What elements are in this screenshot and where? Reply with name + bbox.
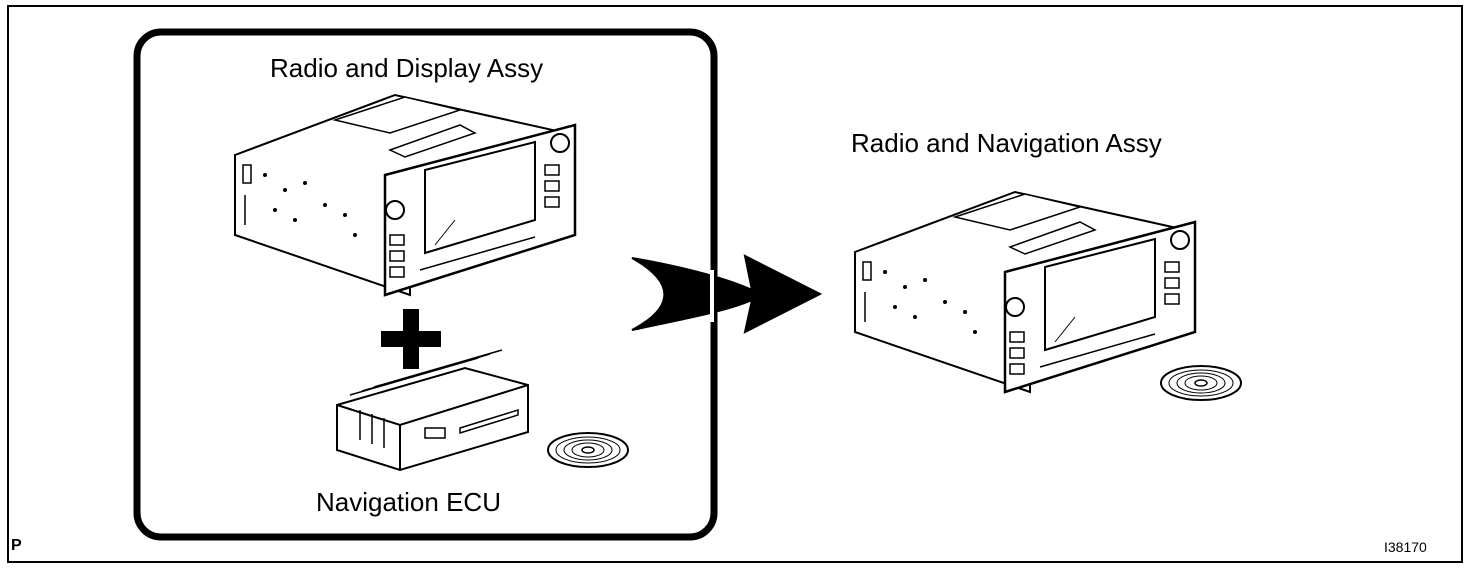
plus-icon [381, 309, 441, 369]
navigation-ecu-label: Navigation ECU [316, 487, 501, 517]
radio-navigation-assy-label: Radio and Navigation Assy [851, 128, 1162, 158]
disc-icon [547, 432, 629, 468]
corner-mark: P [11, 537, 22, 554]
figure-code: I38170 [1384, 539, 1427, 555]
navigation-ecu-drawing [336, 349, 529, 472]
outer-frame [7, 5, 1463, 563]
radio-navigation-unit-drawing [853, 190, 1197, 394]
radio-display-assy-label: Radio and Display Assy [270, 53, 544, 83]
disc-icon [1160, 365, 1242, 401]
